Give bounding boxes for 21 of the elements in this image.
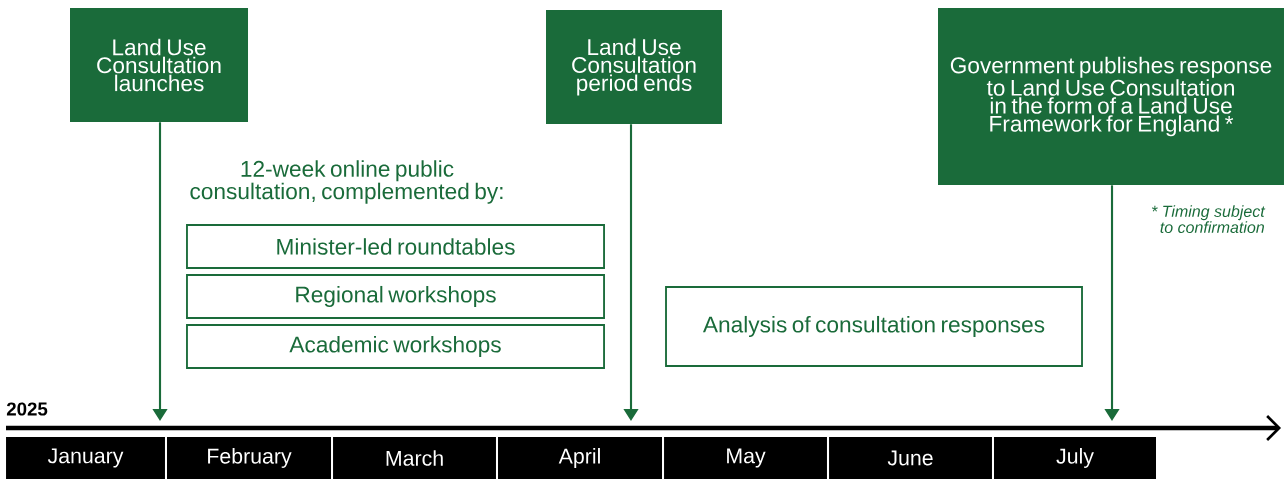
milestone-box: Government publishes response to Land Use Consultation in the form of a Land Use Framework for England *	[938, 7, 1284, 186]
activity-box: Minister-led roundtables	[186, 224, 605, 269]
month-box: April	[498, 437, 662, 479]
year-label: 2025	[6, 402, 48, 416]
milestone-box: Land Use Consultation period ends	[546, 10, 722, 124]
description-text: 12-week online public consultation, complemented by:	[190, 160, 503, 204]
activity-box: Analysis of consultation responses	[665, 286, 1083, 367]
milestone-box: Land Use Consultation launches	[70, 8, 248, 122]
month-box: May	[664, 437, 827, 479]
month-box: March	[333, 437, 496, 479]
activity-box: Regional workshops	[186, 274, 605, 319]
month-box: July	[994, 437, 1156, 479]
activity-box: Academic workshops	[186, 324, 605, 369]
footnote-text: * Timing subject to confirmation	[1152, 205, 1266, 233]
month-box: June	[829, 437, 992, 479]
node-label: January	[47, 448, 124, 468]
node-label: March	[386, 450, 443, 466]
node-label: May	[727, 448, 766, 468]
month-box: February	[167, 437, 331, 479]
node-label: June	[887, 450, 933, 466]
month-box: January	[6, 437, 165, 479]
